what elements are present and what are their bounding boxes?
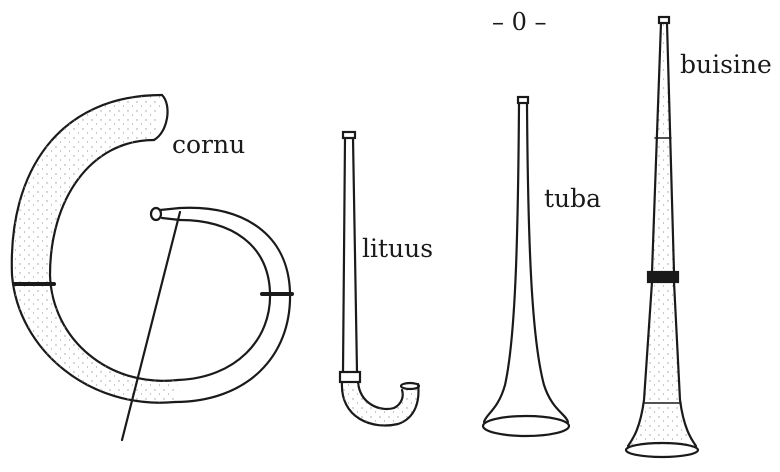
cornu-tube-fill [12, 95, 178, 403]
tuba-drawing [483, 97, 569, 436]
buisine-body-fill [628, 23, 696, 446]
cornu-mouthpiece [160, 208, 180, 220]
lituus-band [340, 372, 360, 382]
label-cornu: cornu [172, 132, 245, 157]
lituus-tube-left [343, 138, 345, 372]
lituus-tube-right [353, 138, 357, 372]
buisine-knop [648, 272, 678, 282]
tuba-bell [483, 416, 569, 436]
lituus-drawing [340, 132, 419, 425]
label-tuba: tuba [544, 186, 601, 211]
buisine-drawing [626, 17, 698, 457]
tuba-body [484, 103, 568, 422]
cornu-mouthpiece-cup [151, 208, 161, 220]
cornu-drawing [12, 95, 292, 440]
cornu-coil-inner [178, 220, 270, 380]
cornu-crossbar [122, 212, 180, 440]
scale-marker: – 0 – [492, 10, 547, 34]
label-buisine: buisine [680, 52, 772, 77]
label-lituus: lituus [362, 236, 433, 261]
cornu-coil-outer [175, 208, 290, 402]
